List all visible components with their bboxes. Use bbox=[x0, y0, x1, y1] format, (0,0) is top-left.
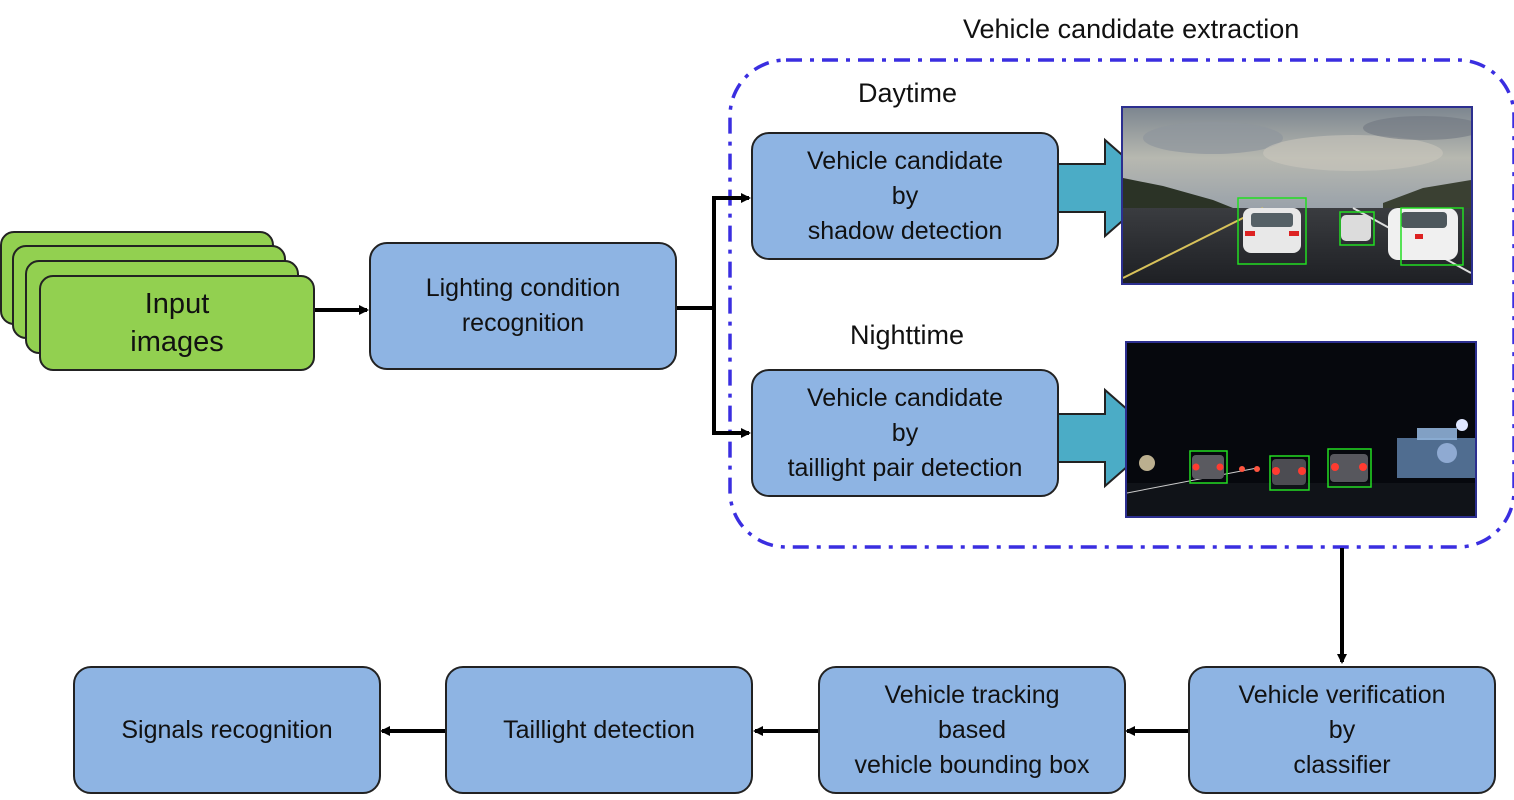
input-label-line2: images bbox=[130, 326, 224, 358]
tracking-line1: Vehicle tracking bbox=[884, 680, 1060, 709]
taillight-label: Taillight detection bbox=[503, 715, 695, 744]
nighttime-label: Nighttime bbox=[850, 320, 965, 350]
daytime-candidate-box: Vehicle candidate by shadow detection bbox=[751, 132, 1059, 260]
detection-box bbox=[1189, 450, 1228, 484]
nighttime-line2: by bbox=[891, 418, 919, 447]
input-images-box: Input images bbox=[39, 275, 315, 371]
verification-line1: Vehicle verification bbox=[1238, 680, 1446, 709]
taillight-detection-box: Taillight detection bbox=[445, 666, 753, 794]
lighting-condition-box: Lighting condition recognition bbox=[369, 242, 677, 370]
tracking-line3: vehicle bounding box bbox=[854, 750, 1090, 779]
verification-line2: by bbox=[1328, 715, 1356, 744]
vehicle-verification-box: Vehicle verification by classifier bbox=[1188, 666, 1496, 794]
extraction-region-outline bbox=[728, 58, 1514, 549]
detection-box bbox=[1400, 207, 1464, 266]
signals-recognition-box: Signals recognition bbox=[73, 666, 381, 794]
detection-box bbox=[1339, 211, 1375, 246]
detection-box bbox=[1269, 455, 1310, 491]
nighttime-line3: taillight pair detection bbox=[787, 453, 1023, 482]
lighting-line1: Lighting condition bbox=[425, 274, 621, 302]
daytime-line3: shadow detection bbox=[807, 216, 1003, 245]
signals-label: Signals recognition bbox=[121, 715, 333, 744]
extraction-region-title: Vehicle candidate extraction bbox=[963, 14, 1300, 44]
verification-line3: classifier bbox=[1293, 750, 1391, 779]
tracking-line2: based bbox=[937, 715, 1007, 744]
lighting-line2: recognition bbox=[461, 309, 585, 337]
daytime-line1: Vehicle candidate bbox=[807, 146, 1003, 175]
daytime-label: Daytime bbox=[858, 78, 958, 108]
nighttime-road-image bbox=[1125, 341, 1477, 518]
arrow-split-to-nighttime bbox=[712, 308, 751, 438]
nighttime-candidate-box: Vehicle candidate by taillight pair dete… bbox=[751, 369, 1059, 497]
daytime-line2: by bbox=[891, 181, 919, 210]
nighttime-line1: Vehicle candidate bbox=[807, 383, 1003, 412]
detection-box bbox=[1237, 197, 1307, 265]
input-label-line1: Input bbox=[144, 288, 210, 320]
arrow-split-to-daytime bbox=[712, 193, 751, 308]
daytime-road-image bbox=[1121, 106, 1473, 285]
detection-box bbox=[1327, 448, 1372, 488]
vehicle-tracking-box: Vehicle tracking based vehicle bounding … bbox=[818, 666, 1126, 794]
